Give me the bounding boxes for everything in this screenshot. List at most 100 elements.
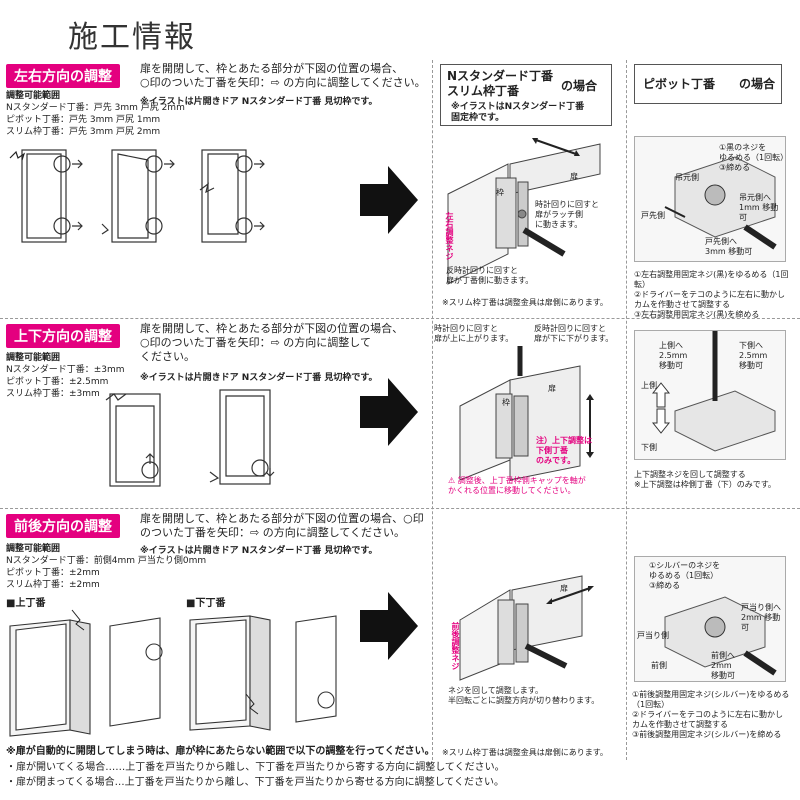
step-line: ②ドライバーをテコのように左右に動かし bbox=[632, 710, 784, 719]
warning-line: ⚠ 調整後、上丁番枠側キャップを軸が bbox=[448, 476, 586, 485]
range-line: ピボット丁番：±2.5mm bbox=[6, 377, 109, 387]
column-divider bbox=[626, 60, 627, 760]
pivot-diagram-horizontal: ①黒のネジを ゆるめる（1回転） ③締める 吊元側 吊元側へ 1mm 移動可 戸… bbox=[634, 136, 789, 262]
label-move: 移動可 bbox=[711, 671, 735, 680]
label-door: 扉 bbox=[548, 384, 556, 393]
label-cw: 扉が上に上がります。 bbox=[434, 334, 514, 343]
step-line: ※上下調整は枠側丁番（下）のみです。 bbox=[634, 480, 776, 489]
step-line: カムを作動させて調整する bbox=[634, 300, 730, 309]
label-down: 2.5mm bbox=[739, 351, 768, 360]
label-down: 移動可 bbox=[739, 361, 763, 370]
label-up: 上側へ bbox=[659, 341, 683, 350]
pivot-diagram-depth: ①シルバーのネジを ゆるめる（1回転） ③締める 戸当り側 戸当り側へ 2mm … bbox=[634, 556, 786, 682]
desc-line: ください。 bbox=[140, 350, 195, 363]
label-frame: 枠 bbox=[496, 188, 504, 197]
caption-line: 半回転ごとに調整方向が切り替わります。 bbox=[448, 696, 600, 705]
section-badge-vertical: 上下方向の調整 bbox=[6, 324, 120, 348]
label-move: 2mm 移動可 bbox=[741, 613, 781, 632]
label-downside: 下側 bbox=[641, 443, 657, 452]
label-door: 扉 bbox=[560, 584, 568, 593]
label-up: 移動可 bbox=[659, 361, 683, 370]
door-illustration-depth bbox=[9, 609, 337, 737]
header-suffix: の場合 bbox=[739, 77, 776, 91]
footer-note: ※扉が自動的に開閉してしまう時は、扉が枠にあたらない範囲で以下の調整を行ってくだ… bbox=[6, 746, 435, 757]
label-step: ③締める bbox=[649, 581, 681, 590]
label-frame: 枠 bbox=[502, 398, 510, 407]
range-line: ピボット丁番：±2mm bbox=[6, 568, 100, 578]
illustration-note: ※イラストは片開きドア Nスタンダード丁番 見切枠です。 bbox=[140, 373, 378, 383]
step-line: ①前後調整用固定ネジ(シルバー)をゆるめる（1回転） bbox=[632, 690, 790, 709]
range-line: Nスタンダード丁番：前側4mm 戸当たり側0mm bbox=[6, 556, 207, 566]
label-step: ゆるめる（1回転） bbox=[719, 153, 789, 162]
label-move: 戸当り側へ bbox=[741, 603, 781, 612]
label-cw: 扉がラッチ側 bbox=[535, 210, 583, 219]
footnote: ※スリム枠丁番は調整金具は扉側にあります。 bbox=[442, 748, 608, 757]
label-ccw: 反時計回りに回すと bbox=[446, 266, 518, 275]
label-step: ゆるめる（1回転） bbox=[649, 571, 719, 580]
label-adjust-screw: 左右調整ネジ bbox=[445, 212, 454, 260]
label-ccw: 反時計回りに回すと bbox=[534, 324, 606, 333]
header-n-standard: Nスタンダード丁番 スリム枠丁番 の場合 ※イラストはNスタンダード丁番 固定枠… bbox=[440, 64, 612, 126]
label-move: 前側へ bbox=[711, 651, 735, 660]
label-step: ①シルバーのネジを bbox=[649, 561, 721, 570]
header-suffix: の場合 bbox=[561, 79, 598, 93]
flow-arrow bbox=[360, 378, 418, 446]
label-ccw: 扉が下に下がります。 bbox=[534, 334, 614, 343]
header-title-line: スリム枠丁番 bbox=[447, 84, 520, 98]
footnote: ※スリム枠丁番は調整金具は扉側にあります。 bbox=[442, 298, 608, 307]
warning-line: 注）上下調整は bbox=[536, 436, 592, 445]
step-line: ①左右調整用固定ネジ(黒)をゆるめる（1回転） bbox=[634, 270, 789, 289]
row-divider bbox=[0, 318, 800, 319]
header-note-line: 固定枠です。 bbox=[451, 113, 505, 123]
range-title: 調整可能範囲 bbox=[6, 353, 61, 363]
label-cw: 時計回りに回すと bbox=[434, 324, 498, 333]
desc-line: ○印のついた丁番を矢印：⇨ の方向に調整して bbox=[140, 336, 371, 349]
hinge-diagram-n-standard-horizontal bbox=[447, 138, 601, 285]
label-move: 1mm 移動可 bbox=[739, 203, 779, 222]
range-line: Nスタンダード丁番：戸先 3mm 戸尻 2mm bbox=[6, 103, 185, 113]
desc-line: 扉を開閉して、枠とあたる部分が下図の位置の場合、 bbox=[140, 322, 404, 335]
section-badge-horizontal: 左右方向の調整 bbox=[6, 64, 120, 88]
range-line: スリム枠丁番：±3mm bbox=[6, 389, 100, 399]
illustration-note: ※イラストは片開きドア Nスタンダード丁番 見切枠です。 bbox=[140, 546, 378, 556]
range-line: スリム枠丁番：±2mm bbox=[6, 580, 100, 590]
pivot-diagram-vertical: 上側へ 2.5mm 移動可 下側へ 2.5mm 移動可 上側 下側 bbox=[634, 330, 786, 460]
label-stop-side: 戸当り側 bbox=[637, 631, 669, 640]
header-note-line: ※イラストはNスタンダード丁番 bbox=[451, 102, 585, 112]
desc-line: 扉を開閉して、枠とあたる部分が下図の位置の場合、○印 bbox=[140, 512, 424, 525]
range-line: スリム枠丁番：戸先 3mm 戸尻 2mm bbox=[6, 127, 161, 137]
door-illustration-horizontal bbox=[9, 149, 265, 243]
label-move: 戸先側へ bbox=[705, 237, 737, 246]
step-line: ③左右調整用固定ネジ(黒)を締める bbox=[634, 310, 760, 319]
hinge-diagram-n-standard-depth bbox=[459, 575, 594, 681]
illustration-note: ※イラストは片開きドア Nスタンダード丁番 見切枠です。 bbox=[140, 97, 378, 107]
step-line: ③前後調整用固定ネジ(シルバー)を締める bbox=[632, 730, 782, 739]
desc-line: ○印のついた丁番を矢印：⇨ の方向に調整してください。 bbox=[140, 76, 426, 89]
header-pivot: ピボット丁番 の場合 bbox=[634, 64, 782, 104]
door-illustration-vertical bbox=[105, 389, 275, 487]
step-line: 上下調整ネジを回して調整する bbox=[634, 470, 746, 479]
label-move: 吊元側へ bbox=[739, 193, 771, 202]
label-upside: 上側 bbox=[641, 381, 657, 390]
header-title: ピボット丁番 bbox=[643, 77, 716, 91]
desc-line: のついた丁番を矢印：⇨ の方向に調整してください。 bbox=[140, 526, 406, 539]
header-title-line: Nスタンダード丁番 bbox=[447, 69, 554, 83]
step-line: ②ドライバーをテコのように左右に動かし bbox=[634, 290, 786, 299]
label-step: ①黒のネジを bbox=[719, 143, 767, 152]
label-front: 前側 bbox=[651, 661, 667, 670]
label-tip-side: 戸先側 bbox=[641, 211, 665, 220]
range-line: ピボット丁番：戸先 3mm 戸尻 1mm bbox=[6, 115, 161, 125]
range-title: 調整可能範囲 bbox=[6, 544, 61, 554]
label-depth-screw: 前後調整ネジ bbox=[451, 622, 460, 670]
label-step: ③締める bbox=[719, 163, 751, 172]
flow-arrow bbox=[360, 166, 418, 234]
sub-heading-upper: ■上丁番 bbox=[6, 598, 46, 609]
page-title: 施工情報 bbox=[68, 20, 196, 55]
footer-line: ・扉が閉まってくる場合…上丁番を戸当たりから離し、下丁番を戸当たりから寄せる方向… bbox=[6, 777, 504, 788]
range-title: 調整可能範囲 bbox=[6, 91, 61, 101]
row-divider bbox=[0, 508, 800, 509]
warning-line: 下側丁番 bbox=[536, 446, 568, 455]
label-hang-side: 吊元側 bbox=[675, 173, 699, 182]
hinge-diagram-n-standard-vertical bbox=[459, 346, 594, 481]
label-door: 扉 bbox=[570, 172, 578, 181]
